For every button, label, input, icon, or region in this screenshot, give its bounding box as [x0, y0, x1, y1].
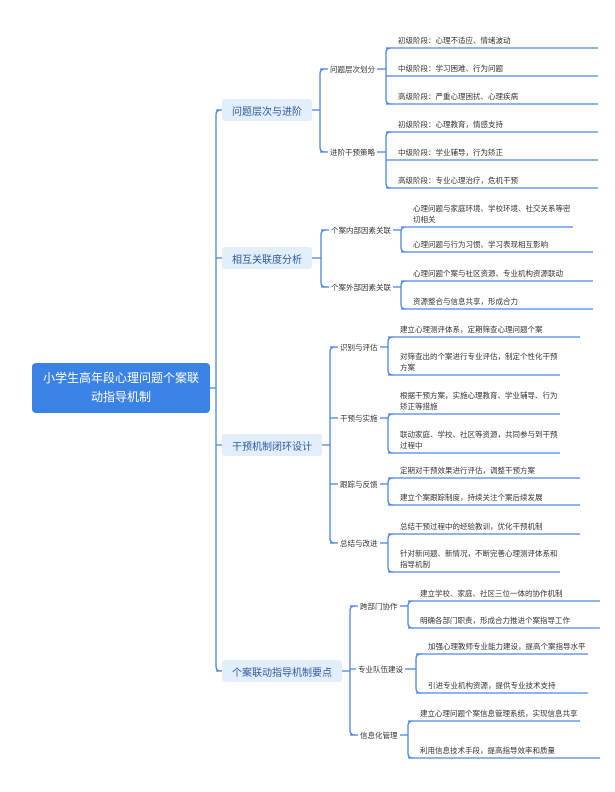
leaf-node-4-2-2[interactable]: 引进专业机构资源，提供专业技术支持 [428, 681, 556, 690]
leaf-node-1-2-3[interactable]: 高级阶段：专业心理治疗，危机干预 [398, 176, 518, 185]
leaf-node-1-1-3[interactable]: 高级阶段：严重心理困扰、心理疾病 [398, 92, 518, 101]
sub-node-1-2[interactable]: 进阶干预策略 [330, 148, 375, 157]
leaf-node-4-2-1[interactable]: 加强心理教师专业能力建设，提高个案指导水平 [428, 642, 586, 651]
leaf-node-2-2-2[interactable]: 资源整合与信息共享，形成合力 [413, 297, 518, 306]
leaf-node-3-2-1[interactable]: 根据干预方案，实施心理教育、学业辅导、行为矫正等措施 [400, 391, 558, 411]
branch-node-4[interactable]: 个案联动指导机制要点 [222, 660, 342, 682]
sub-node-3-3[interactable]: 跟踪与反馈 [340, 480, 378, 489]
connector-trunk-leaf-2-3 [387, 533, 394, 573]
leaf-node-1-2-2[interactable]: 中级阶段：学业辅导，行为矫正 [398, 148, 503, 157]
branch-node-1[interactable]: 问题层次与进阶 [222, 99, 312, 121]
connector-trunk-leaf-3-0 [407, 600, 414, 629]
leaf-node-1-2-1[interactable]: 初级阶段：心理教育，情感支持 [398, 120, 503, 129]
leaf-node-3-4-2[interactable]: 针对新问题、新情况，不断完善心理测评体系和指导机制 [400, 549, 558, 569]
leaf-node-4-1-1[interactable]: 建立学校、家庭、社区三位一体的协作机制 [420, 589, 563, 598]
connector-trunk-branch-3 [349, 605, 356, 736]
sub-node-3-4[interactable]: 总结与改进 [340, 539, 378, 548]
leaf-node-2-1-1[interactable]: 心理问题与家庭环境、学校环境、社交关系等密切相关 [413, 204, 571, 224]
sub-node-2-1[interactable]: 个案内部因素关联 [331, 226, 391, 235]
root-node[interactable]: 小学生高年段心理问题个案联动指导机制 [32, 363, 210, 413]
sub-node-4-1[interactable]: 跨部门协作 [360, 602, 398, 611]
connector-trunk-branch-0 [319, 68, 326, 153]
leaf-node-3-2-2[interactable]: 联动家庭、学校、社区等资源，共同参与到干预过程中 [400, 430, 558, 450]
connector-trunk-root [215, 109, 222, 672]
connector-trunk-leaf-1-1 [400, 280, 407, 310]
connector-trunk-leaf-1-0 [400, 226, 407, 253]
sub-node-3-1[interactable]: 识别与评估 [340, 343, 378, 352]
leaf-node-4-1-2[interactable]: 明确各部门职责，形成合力推进个案指导工作 [420, 616, 570, 625]
connector-trunk-branch-1 [320, 229, 327, 288]
sub-node-4-3[interactable]: 信息化管理 [360, 731, 398, 740]
leaf-node-4-3-2[interactable]: 利用信息技术手段，提高指导效率和质量 [420, 746, 555, 755]
sub-node-4-2[interactable]: 专业队伍建设 [358, 665, 403, 674]
connector-trunk-leaf-2-1 [387, 413, 394, 454]
connector-trunk-leaf-0-1 [385, 131, 392, 189]
branch-node-3[interactable]: 干预机制闭环设计 [222, 434, 322, 456]
leaf-node-3-3-2[interactable]: 建立个案跟踪制度，持续关注个案后续发展 [400, 493, 543, 502]
connector-trunk-leaf-0-0 [385, 47, 392, 105]
sub-node-3-2[interactable]: 干预与实施 [340, 414, 378, 423]
leaf-node-3-3-1[interactable]: 定期对干预效果进行评估，调整干预方案 [400, 466, 535, 475]
branch-node-2[interactable]: 相互关联度分析 [222, 247, 312, 269]
leaf-node-2-1-2[interactable]: 心理问题与行为习惯、学习表现相互影响 [413, 240, 548, 249]
leaf-node-1-1-1[interactable]: 初级阶段：心理不适应、情绪波动 [398, 36, 511, 45]
connector-trunk-leaf-3-1 [415, 653, 422, 694]
connector-trunk-branch-2 [329, 346, 336, 544]
leaf-node-1-1-2[interactable]: 中级阶段：学习困难、行为问题 [398, 64, 503, 73]
connector-trunk-leaf-3-2 [407, 720, 414, 759]
leaf-node-2-2-1[interactable]: 心理问题个案与社区资源、专业机构资源联动 [413, 269, 563, 278]
connector-trunk-leaf-2-2 [387, 477, 394, 506]
leaf-node-3-1-2[interactable]: 对筛查出的个案进行专业评估，制定个性化干预方案 [400, 352, 558, 372]
leaf-node-4-3-1[interactable]: 建立心理问题个案信息管理系统，实现信息共享 [420, 709, 578, 718]
sub-node-2-2[interactable]: 个案外部因素关联 [331, 283, 391, 292]
leaf-node-3-4-1[interactable]: 总结干预过程中的经验教训，优化干预机制 [400, 522, 543, 531]
leaf-node-3-1-1[interactable]: 建立心理测评体系，定期筛查心理问题个案 [400, 325, 543, 334]
sub-node-1-1[interactable]: 问题层次划分 [330, 65, 375, 74]
connector-trunk-leaf-2-0 [387, 336, 394, 376]
